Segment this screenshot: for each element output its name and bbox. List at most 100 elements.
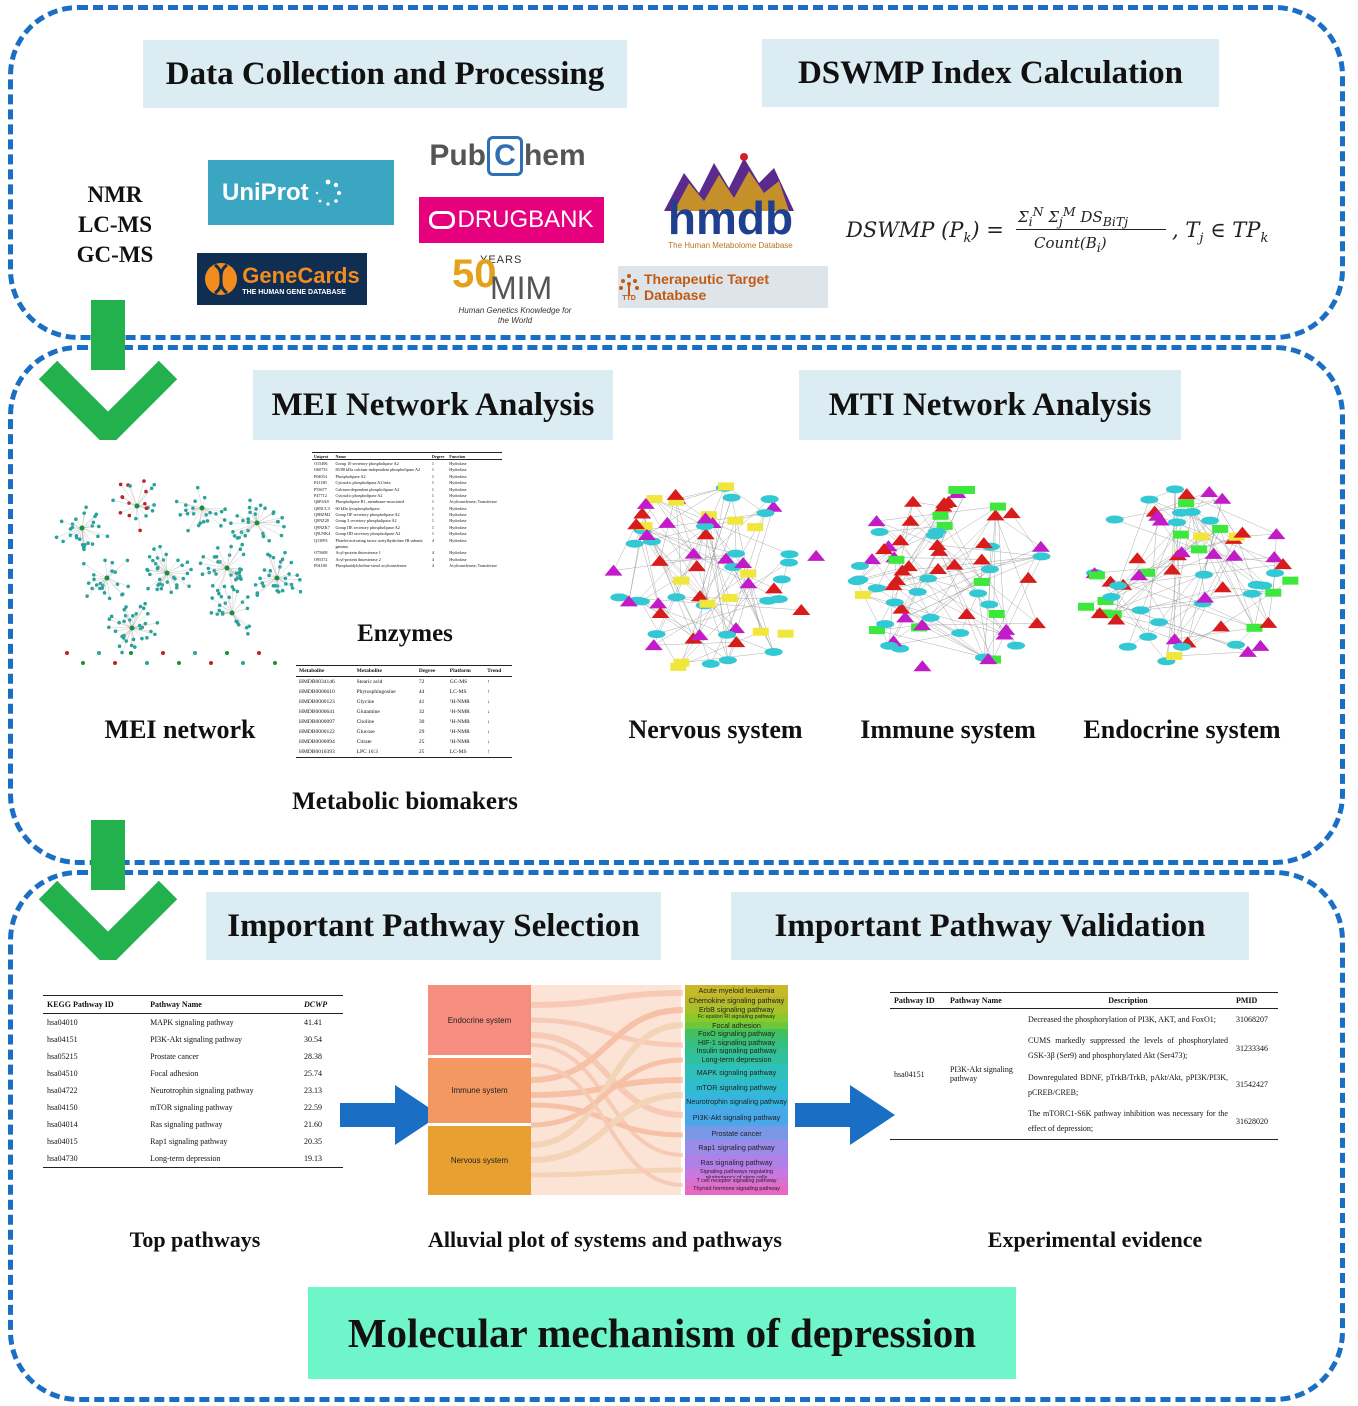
mei-node — [219, 509, 224, 514]
ttd-short: TTD — [622, 294, 636, 302]
biomarker-table-cell: 25 — [418, 749, 425, 755]
mei-edge — [224, 586, 233, 614]
enzyme-table-cell: P41180 — [314, 480, 327, 486]
omim-number: 50 — [452, 252, 497, 296]
biomarker-table-header-0: Metabolite — [296, 665, 354, 677]
mti-target-node — [997, 623, 1016, 635]
mti-target-node — [604, 564, 623, 576]
mti-metabolite-node — [1182, 508, 1201, 517]
pathway-table-header-0: KEGG Pathway ID — [43, 995, 147, 1014]
nervous-system-network — [604, 482, 826, 671]
mei-node — [110, 560, 115, 565]
mei-edge — [81, 527, 85, 545]
mti-target-node — [1200, 485, 1219, 497]
mei-node — [156, 583, 160, 587]
mei-node — [110, 569, 114, 573]
enzyme-table-cell: Acyltransferase; Transferase — [449, 563, 498, 569]
evidence-pmid: 31542427 — [1235, 1080, 1268, 1090]
mei-node — [121, 636, 126, 640]
biomarker-table-cell: Glutamine — [356, 709, 380, 715]
mei-node — [217, 608, 222, 613]
mti-enzyme-node — [721, 593, 738, 602]
mti-target-node — [1213, 581, 1232, 593]
mei-node — [210, 584, 215, 588]
mei-edge — [187, 507, 203, 531]
enzyme-table-cell: Phospholipase A2 — [335, 473, 366, 479]
enzymes-caption: Enzymes — [357, 620, 453, 647]
mti-target-node — [1213, 492, 1232, 504]
mei-hub — [274, 575, 280, 581]
mti-edge — [922, 622, 1037, 626]
alluvial-caption: Alluvial plot of systems and pathways — [428, 1227, 782, 1252]
mti-edge — [653, 641, 737, 646]
biomarker-table-cell: HMDB0034146 — [299, 679, 335, 685]
mti-edge — [654, 498, 706, 527]
mei-edge — [86, 577, 108, 597]
mei-node — [78, 537, 82, 541]
mti-metabolite-node — [1032, 552, 1051, 561]
mti-metabolite-node — [1150, 618, 1169, 627]
mei-node — [245, 606, 250, 611]
biomarker-table-cell: LC-MS — [449, 749, 467, 755]
pathway-table-cell: 21.60 — [304, 1120, 323, 1129]
mei-edge — [202, 567, 228, 575]
mei-node — [244, 625, 249, 630]
mei-node — [248, 510, 252, 515]
endocrine-system-caption: Endocrine system — [1083, 715, 1281, 744]
mei-hub — [134, 503, 140, 509]
mei-node — [185, 511, 190, 516]
mei-node — [81, 561, 86, 566]
mti-target-node — [651, 606, 670, 618]
mti-target-node — [636, 497, 655, 509]
mti-edge — [1114, 519, 1200, 550]
mei-node — [141, 606, 146, 611]
enzyme-table-cell: Hydrolase — [449, 512, 467, 518]
mti-metabolite-node — [756, 509, 775, 518]
mei-network-graphic — [54, 479, 302, 665]
mti-edge — [888, 585, 894, 646]
evidence-description: CUMS markedly suppressed the levels of p… — [1027, 1036, 1228, 1061]
mei-node — [220, 612, 225, 616]
mei-node — [157, 577, 162, 582]
mei-edge — [197, 487, 203, 509]
mti-target-node — [1265, 551, 1284, 563]
pathway-table-cell: Rap1 signaling pathway — [150, 1137, 228, 1146]
mei-node — [208, 510, 212, 515]
mei-node — [278, 565, 282, 569]
enzyme-table-cell: Acyl-protein thioesterase 1 — [335, 550, 381, 556]
mti-metabolite-node — [1173, 642, 1192, 651]
pubchem-logo-b: C — [494, 138, 516, 172]
biomarker-table-cell: ↑ — [487, 679, 490, 685]
mti-target-node — [1267, 528, 1286, 540]
enzyme-table-row: gamma — [312, 543, 502, 549]
mei-edge — [81, 527, 108, 537]
pubchem-logo-a: Pub — [429, 138, 486, 172]
mti-edge — [937, 544, 1042, 557]
mti-target-node — [764, 582, 783, 594]
mei-node — [271, 555, 276, 560]
mei-node — [254, 507, 258, 511]
mei-node — [265, 552, 270, 557]
mei-node — [81, 661, 85, 665]
mei-node — [90, 586, 94, 591]
enzyme-table-cell: P04180 — [314, 563, 327, 569]
mei-hub — [79, 525, 85, 531]
genecards-logo: GeneCards THE HUMAN GENE DATABASE — [197, 253, 367, 305]
alluvial-system-endocrine: Endocrine system — [428, 985, 531, 1055]
mei-node — [195, 485, 200, 490]
mti-metabolite-node — [850, 562, 869, 571]
mei-node — [164, 552, 169, 557]
mei-edge — [257, 577, 278, 594]
mti-target-node — [727, 636, 746, 648]
enzyme-table-cell: 1 — [431, 518, 434, 524]
omim-name: MIM — [490, 270, 553, 306]
mti-target-node — [1212, 620, 1231, 632]
down-arrow-1-icon — [38, 300, 178, 440]
mei-edge — [256, 522, 284, 527]
